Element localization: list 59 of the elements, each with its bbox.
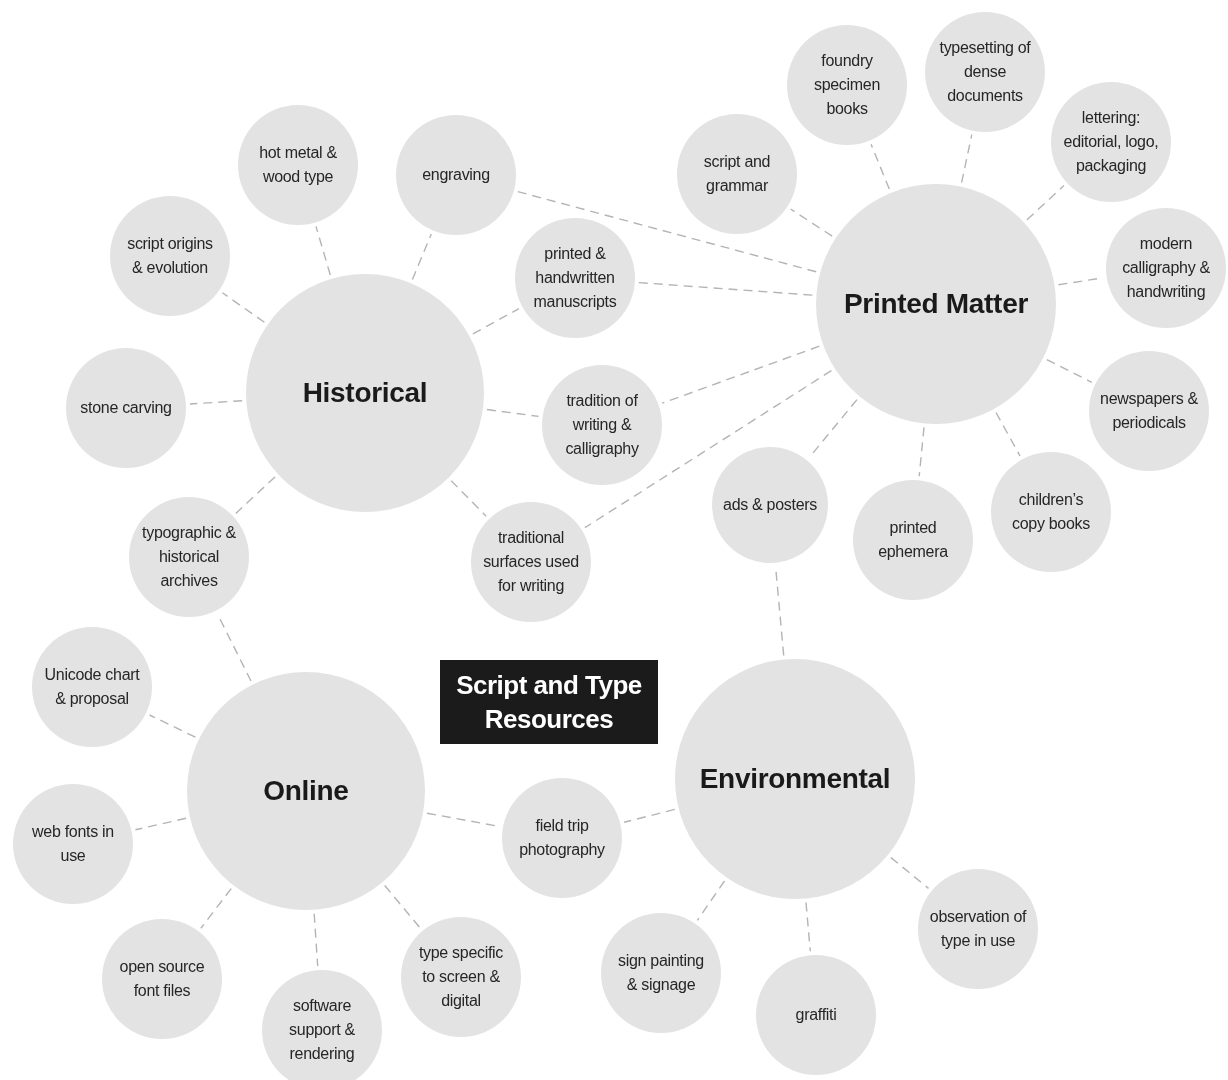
topic-label: graffiti <box>794 1005 838 1025</box>
topic-label: observation of type in use <box>928 907 1028 951</box>
topic-label: foundry specimen books <box>812 51 882 119</box>
topic-label: open source font files <box>118 957 206 1001</box>
connector-line <box>870 143 890 190</box>
topic-label: printed ephemera <box>877 518 949 562</box>
topic-label: tradition of writing & calligraphy <box>564 391 640 459</box>
topic-label: traditional surfaces used for writing <box>482 528 580 596</box>
connector-line <box>1046 359 1093 383</box>
connector-line <box>450 480 487 517</box>
connector-line <box>235 476 276 515</box>
topic-label: typographic & historical archives <box>141 523 237 591</box>
category-label: Printed Matter <box>842 287 1030 321</box>
topic-label: field trip photography <box>518 816 606 860</box>
connector-line <box>221 292 266 323</box>
title-banner: Script and Type Resources <box>440 660 658 744</box>
connector-line <box>148 714 197 738</box>
category-label: Historical <box>301 376 429 410</box>
connector-line <box>960 133 973 184</box>
topic-label: script and grammar <box>702 152 772 196</box>
connector-line <box>315 225 331 276</box>
connector-line <box>661 345 821 404</box>
connector-line <box>623 808 676 823</box>
connector-line <box>638 281 813 296</box>
category-label: Environmental <box>698 762 892 796</box>
connector-line <box>384 884 421 929</box>
topic-label: newspapers & periodicals <box>1099 389 1199 433</box>
topic-label: web fonts in use <box>31 822 115 866</box>
connector-line <box>995 411 1021 457</box>
topic-label: hot metal & wood type <box>258 143 338 187</box>
topic-label: printed & handwritten manuscripts <box>532 244 618 312</box>
connector-line <box>584 369 833 529</box>
topic-label: Unicode chart & proposal <box>43 665 141 709</box>
connector-line <box>918 426 925 477</box>
connector-line <box>472 308 520 335</box>
topic-label: script origins & evolution <box>126 234 214 278</box>
connector-line <box>200 887 232 929</box>
topic-label: engraving <box>421 165 491 185</box>
connector-line <box>805 901 811 952</box>
topic-label: modern calligraphy & handwriting <box>1121 234 1211 302</box>
topic-label: software support & rendering <box>288 996 356 1064</box>
connector-line <box>789 208 833 237</box>
category-label: Online <box>262 774 350 808</box>
topic-label: lettering: editorial, logo, packaging <box>1062 108 1160 176</box>
connector-line <box>189 400 243 405</box>
connector-line <box>313 913 319 967</box>
connector-line <box>486 408 540 418</box>
topic-label: sign painting & signage <box>617 951 705 995</box>
topic-label: typesetting of dense documents <box>938 38 1032 106</box>
topic-label: children’s copy books <box>1011 490 1091 534</box>
connector-line <box>890 856 930 890</box>
connector-line <box>411 233 432 281</box>
topic-label: ads & posters <box>722 495 818 515</box>
connector-line <box>517 190 817 273</box>
connector-line <box>1026 184 1065 221</box>
connector-line <box>696 880 726 921</box>
topic-label: stone carving <box>79 398 173 418</box>
topic-label: type specific to screen & digital <box>417 943 505 1011</box>
connector-line <box>134 817 187 831</box>
